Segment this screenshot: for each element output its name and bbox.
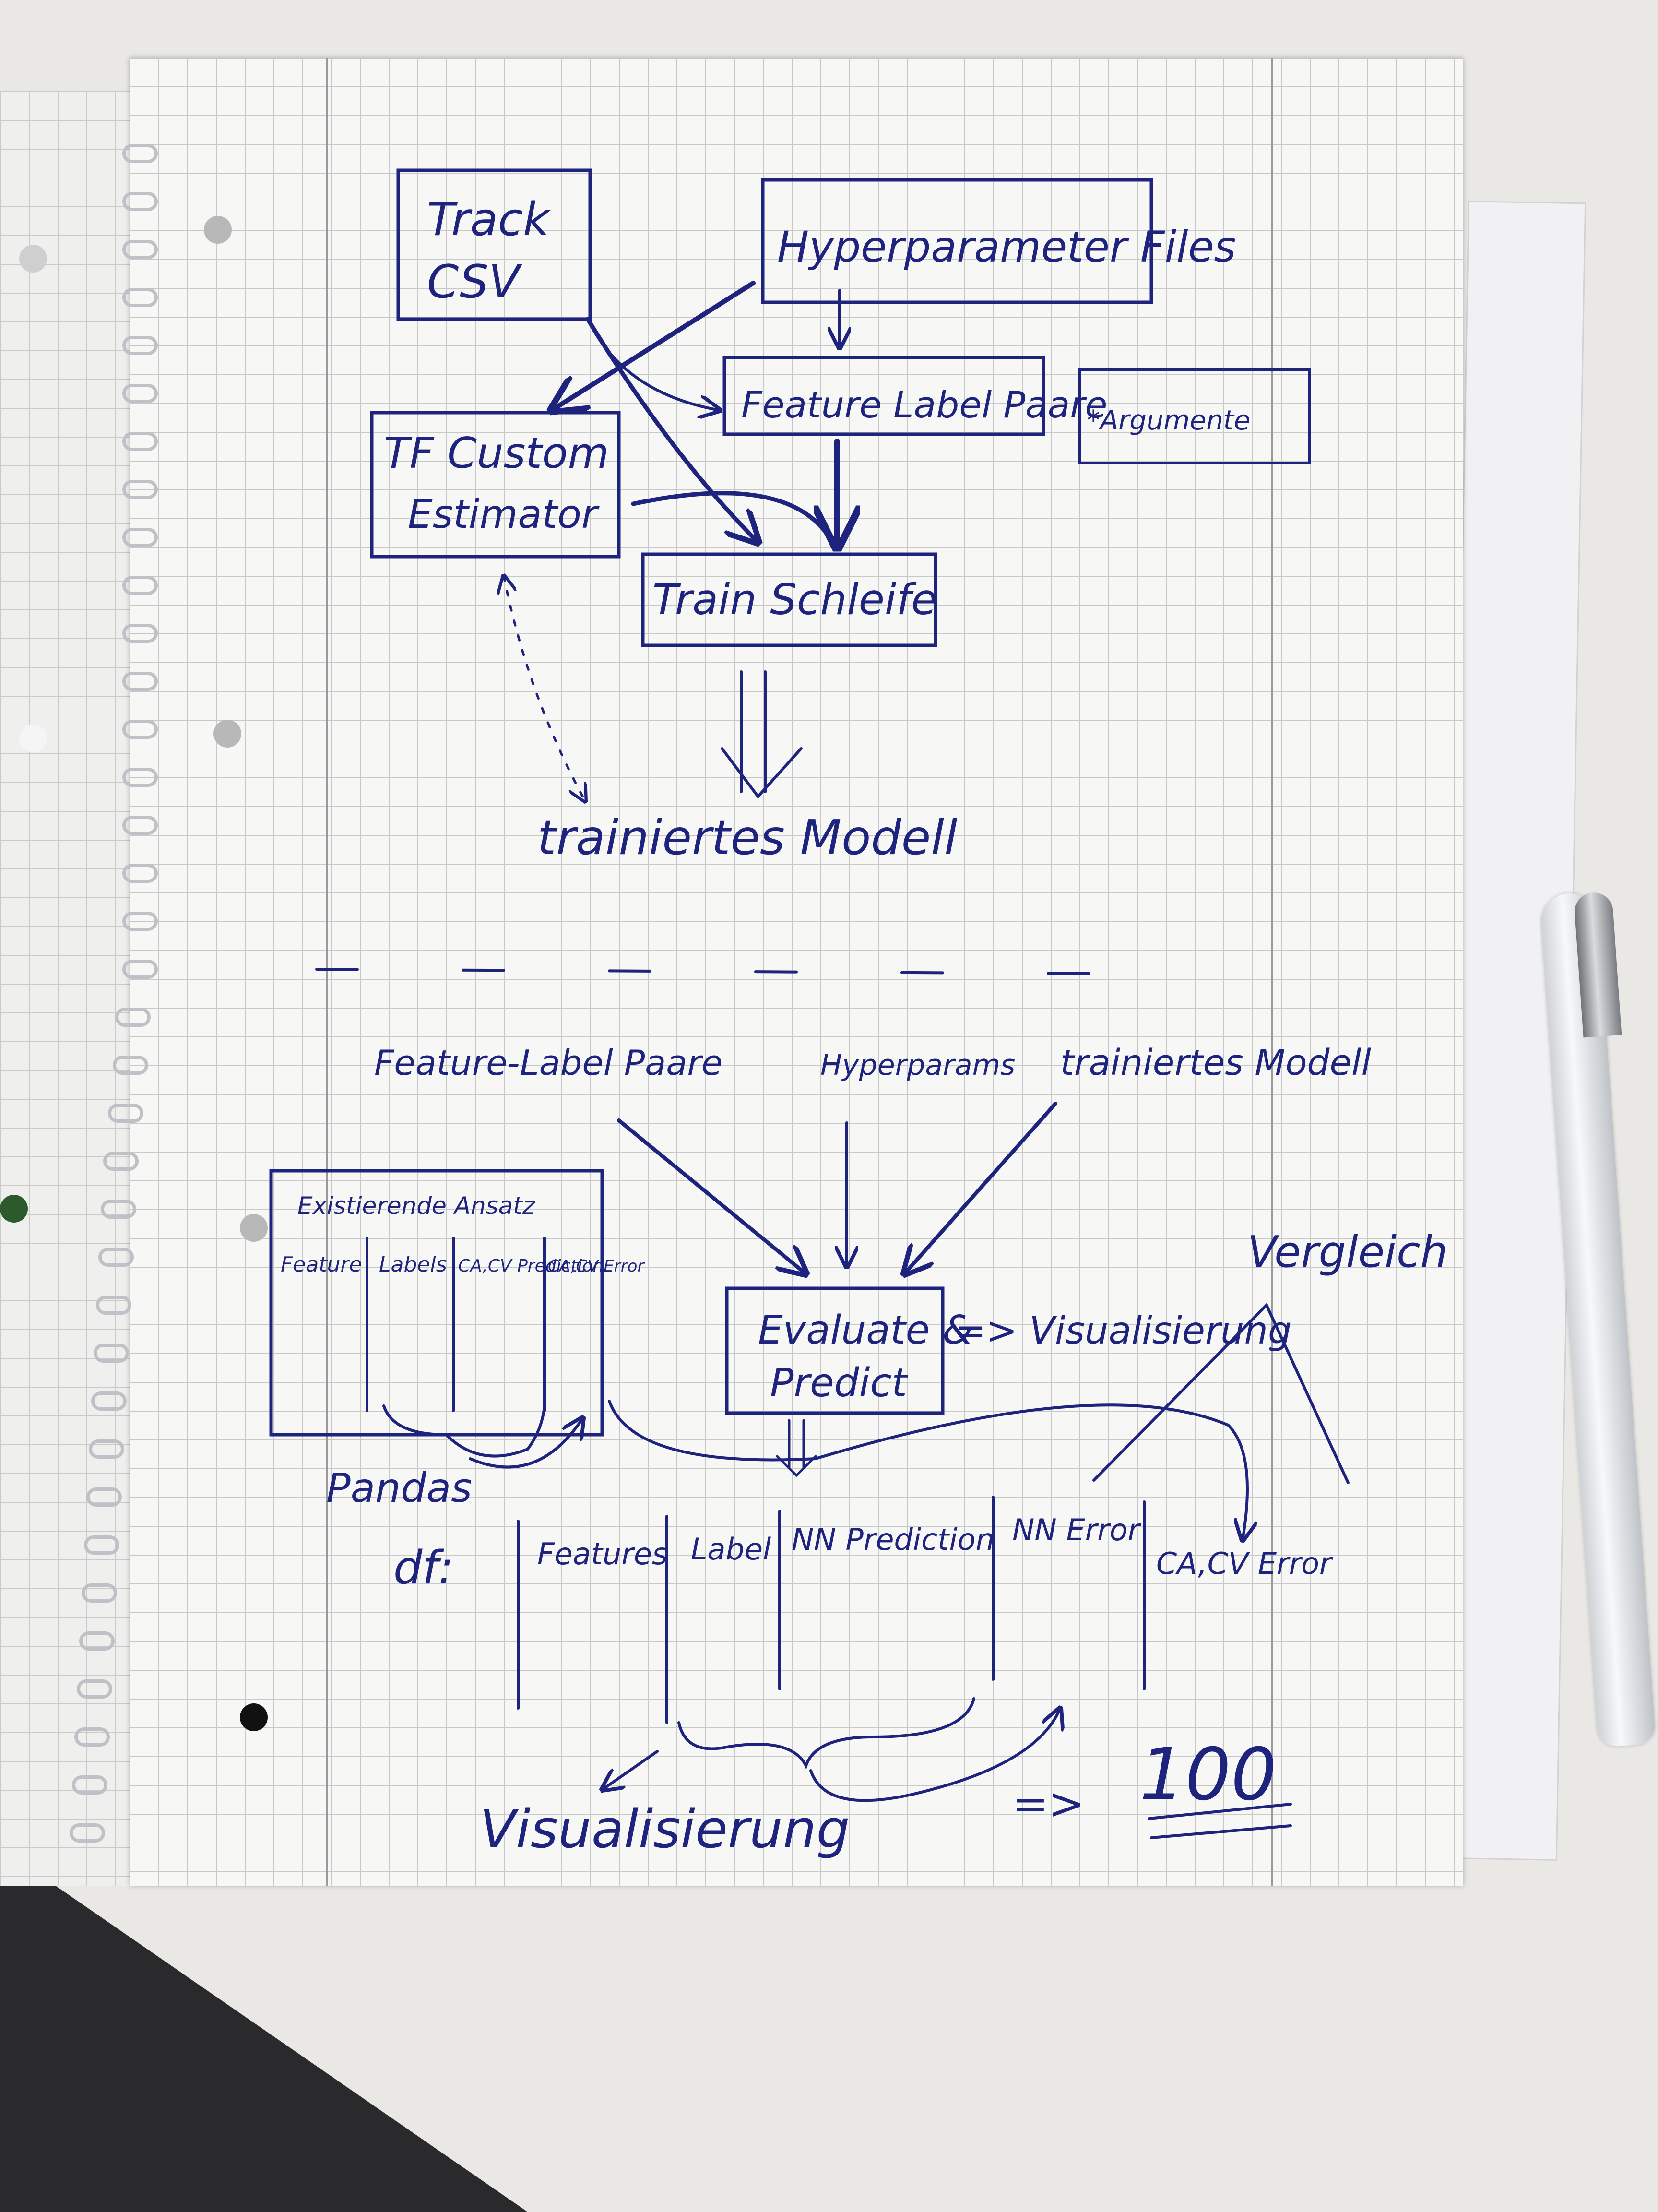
df-col-cacv-error: CA,CV Error xyxy=(1156,1546,1333,1581)
hyperparameter-files-label: Hyperparameter Files xyxy=(777,222,1236,272)
existing-col-cacv-prediction: CA,CV Prediction xyxy=(458,1256,604,1276)
feature-label-paare-label: Feature Label Paare xyxy=(741,383,1107,426)
punch-hole xyxy=(0,1195,28,1223)
margin-line-left xyxy=(326,58,328,1886)
tf-estimator-label-line2: Estimator xyxy=(408,492,600,537)
df-col-features: Features xyxy=(537,1536,667,1571)
df-col-nn-prediction: NN Prediction xyxy=(792,1522,995,1557)
punch-hole xyxy=(204,216,232,244)
punch-hole xyxy=(19,245,47,273)
df-col-nn-error: NN Error xyxy=(1012,1512,1142,1547)
visualisierung-bottom: Visualisierung xyxy=(480,1798,850,1860)
visualisierung-right: => Visualisierung xyxy=(955,1309,1292,1353)
hyperparameter-files-box xyxy=(761,178,1153,304)
vergleich-label: Vergleich xyxy=(1247,1227,1448,1277)
punch-hole xyxy=(240,1703,268,1731)
punch-hole xyxy=(240,1214,268,1242)
trainiertes-modell-label: trainiertes Modell xyxy=(537,809,958,866)
result-value: 100 xyxy=(1139,1733,1277,1817)
argumente-label: *Argumente xyxy=(1087,405,1250,436)
punch-hole xyxy=(213,720,241,748)
track-csv-box xyxy=(396,168,592,321)
df-label: df: xyxy=(393,1542,454,1594)
margin-line-right xyxy=(1271,58,1273,1886)
train-schleife-label: Train Schleife xyxy=(652,575,937,624)
track-csv-label-line2: CSV xyxy=(427,256,522,309)
input-feature-label-paare: Feature-Label Paare xyxy=(374,1043,722,1083)
input-hyperparams: Hyperparams xyxy=(820,1048,1015,1082)
result-arrow: => xyxy=(1012,1779,1085,1829)
input-trained-model: trainiertes Modell xyxy=(1060,1042,1372,1083)
existing-col-cacv-error: CA,CV Error xyxy=(548,1257,645,1276)
tf-estimator-label-line1: TF Custom xyxy=(384,428,609,478)
evaluate-predict-line2: Predict xyxy=(770,1360,909,1406)
tf-custom-estimator-box xyxy=(370,411,621,559)
feature-label-paare-box xyxy=(722,356,1045,436)
pandas-label: Pandas xyxy=(326,1464,472,1511)
desk-shadow xyxy=(0,1847,528,2212)
evaluate-predict-line1: Evaluate & xyxy=(758,1308,973,1353)
evaluate-predict-box xyxy=(725,1286,945,1415)
punch-hole xyxy=(19,725,47,752)
track-csv-label-line1: Track xyxy=(427,193,551,246)
existing-approach-title: Existierende Ansatz xyxy=(297,1192,536,1220)
train-schleife-box xyxy=(641,552,937,647)
argumente-box xyxy=(1078,368,1311,464)
existing-col-feature: Feature xyxy=(281,1252,362,1277)
df-col-label: Label xyxy=(691,1532,771,1567)
existing-col-labels: Labels xyxy=(379,1252,447,1277)
section-separator xyxy=(315,968,1172,975)
